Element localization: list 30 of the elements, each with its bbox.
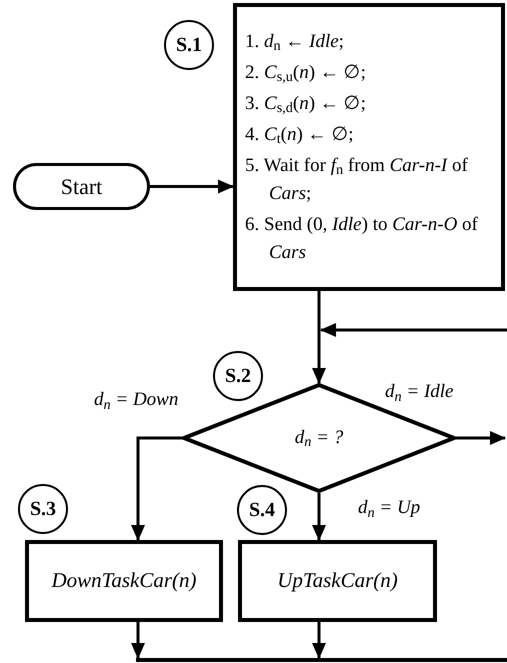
arrow — [131, 436, 182, 541]
step-text: 3. C$_{s,d}$(n) ← ∅; — [245, 92, 367, 118]
decision-diamond — [182, 383, 456, 493]
arrow — [312, 493, 326, 541]
step-badge: S.1 — [164, 20, 214, 70]
node-text: DownTaskCar(n) — [51, 567, 197, 594]
step-badge: S.3 — [18, 484, 68, 534]
step-text: 6. Send (0, Idle) to Car-n-O of Cars — [245, 212, 479, 264]
arrow — [150, 180, 234, 194]
node-text: d$_{n}$ = ? — [294, 426, 344, 452]
step-text: 5. Wait for f$_{n}$ from Car-n-I of Cars; — [245, 154, 469, 206]
process-box — [233, 3, 505, 291]
arrow — [312, 622, 326, 659]
step-badge: S.4 — [237, 485, 287, 535]
edge-label: d$_{n}$ = Down — [92, 390, 180, 409]
arrow — [456, 431, 506, 445]
arrow — [320, 323, 507, 337]
process-box — [238, 540, 437, 622]
node-text: Start — [60, 173, 102, 201]
edge-label: d$_{n}$ = Up — [356, 498, 422, 517]
step-badge: S.2 — [213, 351, 263, 401]
arrow — [312, 291, 326, 384]
arrow — [131, 622, 145, 659]
node-text: UpTaskCar(n) — [277, 567, 398, 594]
step-text: 4. C$_{t}$(n) ← ∅; — [245, 122, 355, 148]
process-box — [25, 540, 223, 622]
terminal-box — [13, 163, 150, 210]
step-text: 2. C$_{s,u}$(n) ← ∅; — [245, 60, 367, 86]
step-text: 1. d$_{n}$ ← Idle; — [245, 30, 345, 56]
edge-label: d$_{n}$ = Idle — [383, 382, 456, 401]
